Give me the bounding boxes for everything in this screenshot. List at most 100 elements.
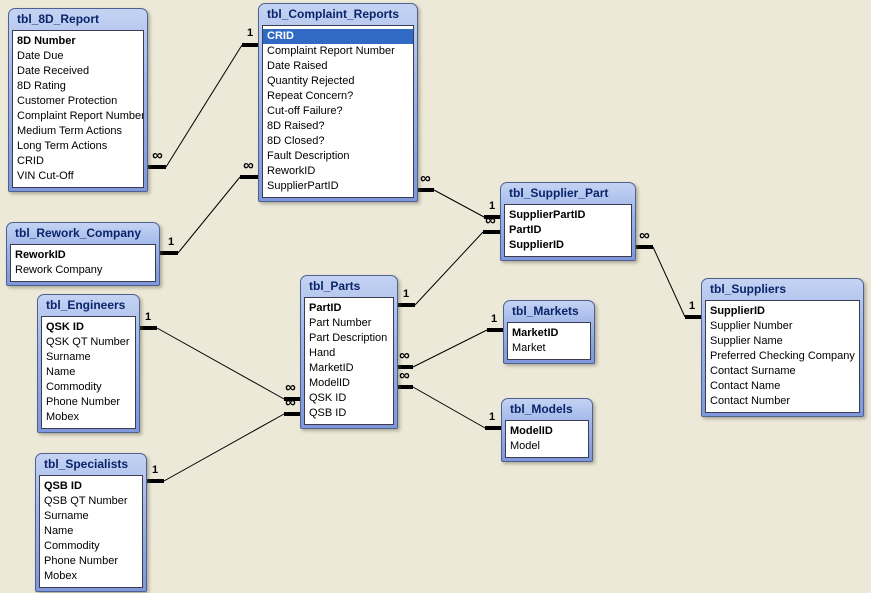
field-complaint-reports-reworkid[interactable]: ReworkID [267,165,316,177]
relationship-line-parts_supplier-part[interactable] [398,230,500,307]
table-title-specialists[interactable]: tbl_Specialists [44,457,129,471]
table-title-engineers[interactable]: tbl_Engineers [46,298,126,312]
field-engineers-qsk-id[interactable]: QSK ID [46,321,84,333]
field-complaint-reports-cut-off-failure[interactable]: Cut-off Failure? [267,105,343,117]
field-complaint-reports-8d-closed[interactable]: 8D Closed? [267,135,325,147]
cardinality-label-many: ∞ [639,227,650,244]
cardinality-label-one: 1 [151,464,159,476]
field-engineers-mobex[interactable]: Mobex [46,411,80,423]
field-suppliers-preferred-checking-company[interactable]: Preferred Checking Company [710,350,855,362]
field-specialists-qsb-id[interactable]: QSB ID [44,480,82,492]
field-suppliers-contact-number[interactable]: Contact Number [710,395,791,407]
field-parts-part-description[interactable]: Part Description [309,332,388,344]
relationship-line-models_parts[interactable] [398,385,501,430]
table-title-suppliers[interactable]: tbl_Suppliers [710,282,787,296]
field-supplier-part-supplierpartid[interactable]: SupplierPartID [509,209,586,221]
field-specialists-qsb-qt-number[interactable]: QSB QT Number [44,495,128,507]
field-suppliers-contact-surname[interactable]: Contact Surname [710,365,796,377]
field-engineers-surname[interactable]: Surname [46,351,91,363]
field-supplier-part-partid[interactable]: PartID [509,224,542,236]
field-8d-report-8d-number[interactable]: 8D Number [17,35,76,47]
table-title-markets[interactable]: tbl_Markets [512,304,579,318]
field-parts-qsk-id[interactable]: QSK ID [309,392,347,404]
field-models-model[interactable]: Model [510,440,540,452]
field-rework-company-rework-company[interactable]: Rework Company [15,264,103,276]
field-complaint-reports-date-raised[interactable]: Date Raised [267,60,328,72]
relationship-line-specialists_parts[interactable] [147,412,300,483]
relationship-line-8d-report_complaint-reports[interactable] [148,43,258,169]
field-rework-company-reworkid[interactable]: ReworkID [15,249,66,261]
field-models-modelid[interactable]: ModelID [510,425,553,437]
table-title-complaint-reports[interactable]: tbl_Complaint_Reports [267,7,400,21]
field-specialists-mobex[interactable]: Mobex [44,570,78,582]
field-complaint-reports-repeat-concern[interactable]: Repeat Concern? [267,90,354,102]
field-engineers-commodity[interactable]: Commodity [46,381,102,393]
table-title-parts[interactable]: tbl_Parts [309,279,361,293]
cardinality-label-many: ∞ [285,379,296,396]
field-engineers-qsk-qt-number[interactable]: QSK QT Number [46,336,130,348]
field-parts-modelid[interactable]: ModelID [309,377,350,389]
cardinality-label-many: ∞ [399,367,410,384]
field-parts-part-number[interactable]: Part Number [309,317,372,329]
field-8d-report-long-term-actions[interactable]: Long Term Actions [17,140,108,152]
field-engineers-name[interactable]: Name [46,366,76,378]
field-complaint-reports-complaint-report-number[interactable]: Complaint Report Number [267,45,395,57]
table-title-8d-report[interactable]: tbl_8D_Report [17,12,100,26]
field-suppliers-supplierid[interactable]: SupplierID [710,305,766,317]
table-title-models[interactable]: tbl_Models [510,402,573,416]
field-complaint-reports-crid[interactable]: CRID [263,29,413,44]
field-supplier-part-supplierid[interactable]: SupplierID [509,239,565,251]
field-8d-report-date-due[interactable]: Date Due [17,50,64,62]
field-markets-market[interactable]: Market [512,342,546,354]
field-8d-report-medium-term-actions[interactable]: Medium Term Actions [17,125,122,137]
field-parts-qsb-id[interactable]: QSB ID [309,407,347,419]
field-8d-report-customer-protection[interactable]: Customer Protection [17,95,118,107]
field-parts-marketid[interactable]: MarketID [309,362,354,374]
table-title-supplier-part[interactable]: tbl_Supplier_Part [509,186,609,200]
field-complaint-reports-fault-description[interactable]: Fault Description [267,150,350,162]
field-engineers-phone-number[interactable]: Phone Number [46,396,120,408]
cardinality-label-many: ∞ [285,394,296,411]
field-markets-marketid[interactable]: MarketID [512,327,559,339]
relationship-line-rework-company_complaint-reports[interactable] [160,175,258,255]
relationship-line-supplier-part_suppliers[interactable] [636,245,701,319]
field-parts-hand[interactable]: Hand [309,347,336,359]
field-complaint-reports-quantity-rejected[interactable]: Quantity Rejected [267,75,355,87]
field-8d-report-vin-cut-off[interactable]: VIN Cut-Off [17,170,74,182]
field-suppliers-contact-name[interactable]: Contact Name [710,380,781,392]
field-8d-report-8d-rating[interactable]: 8D Rating [17,80,66,92]
field-specialists-surname[interactable]: Surname [44,510,89,522]
relationship-line-engineers_parts[interactable] [140,326,300,401]
field-8d-report-complaint-report-number[interactable]: Complaint Report Number [17,110,143,122]
field-complaint-reports-8d-raised[interactable]: 8D Raised? [267,120,325,132]
field-specialists-name[interactable]: Name [44,525,74,537]
field-specialists-phone-number[interactable]: Phone Number [44,555,118,567]
relationship-line-markets_parts[interactable] [398,328,503,369]
field-parts-partid[interactable]: PartID [309,302,342,314]
relationship-line-complaint-reports_supplier-part[interactable] [418,188,500,219]
field-complaint-reports-supplierpartid[interactable]: SupplierPartID [267,180,339,192]
table-title-rework-company[interactable]: tbl_Rework_Company [15,226,142,240]
field-8d-report-date-received[interactable]: Date Received [17,65,90,77]
table-field-list-models: ModelID Model [505,420,589,458]
field-8d-report-crid[interactable]: CRID [17,155,44,167]
field-suppliers-supplier-number[interactable]: Supplier Number [710,320,793,332]
field-specialists-commodity[interactable]: Commodity [44,540,100,552]
field-suppliers-supplier-name[interactable]: Supplier Name [710,335,783,347]
